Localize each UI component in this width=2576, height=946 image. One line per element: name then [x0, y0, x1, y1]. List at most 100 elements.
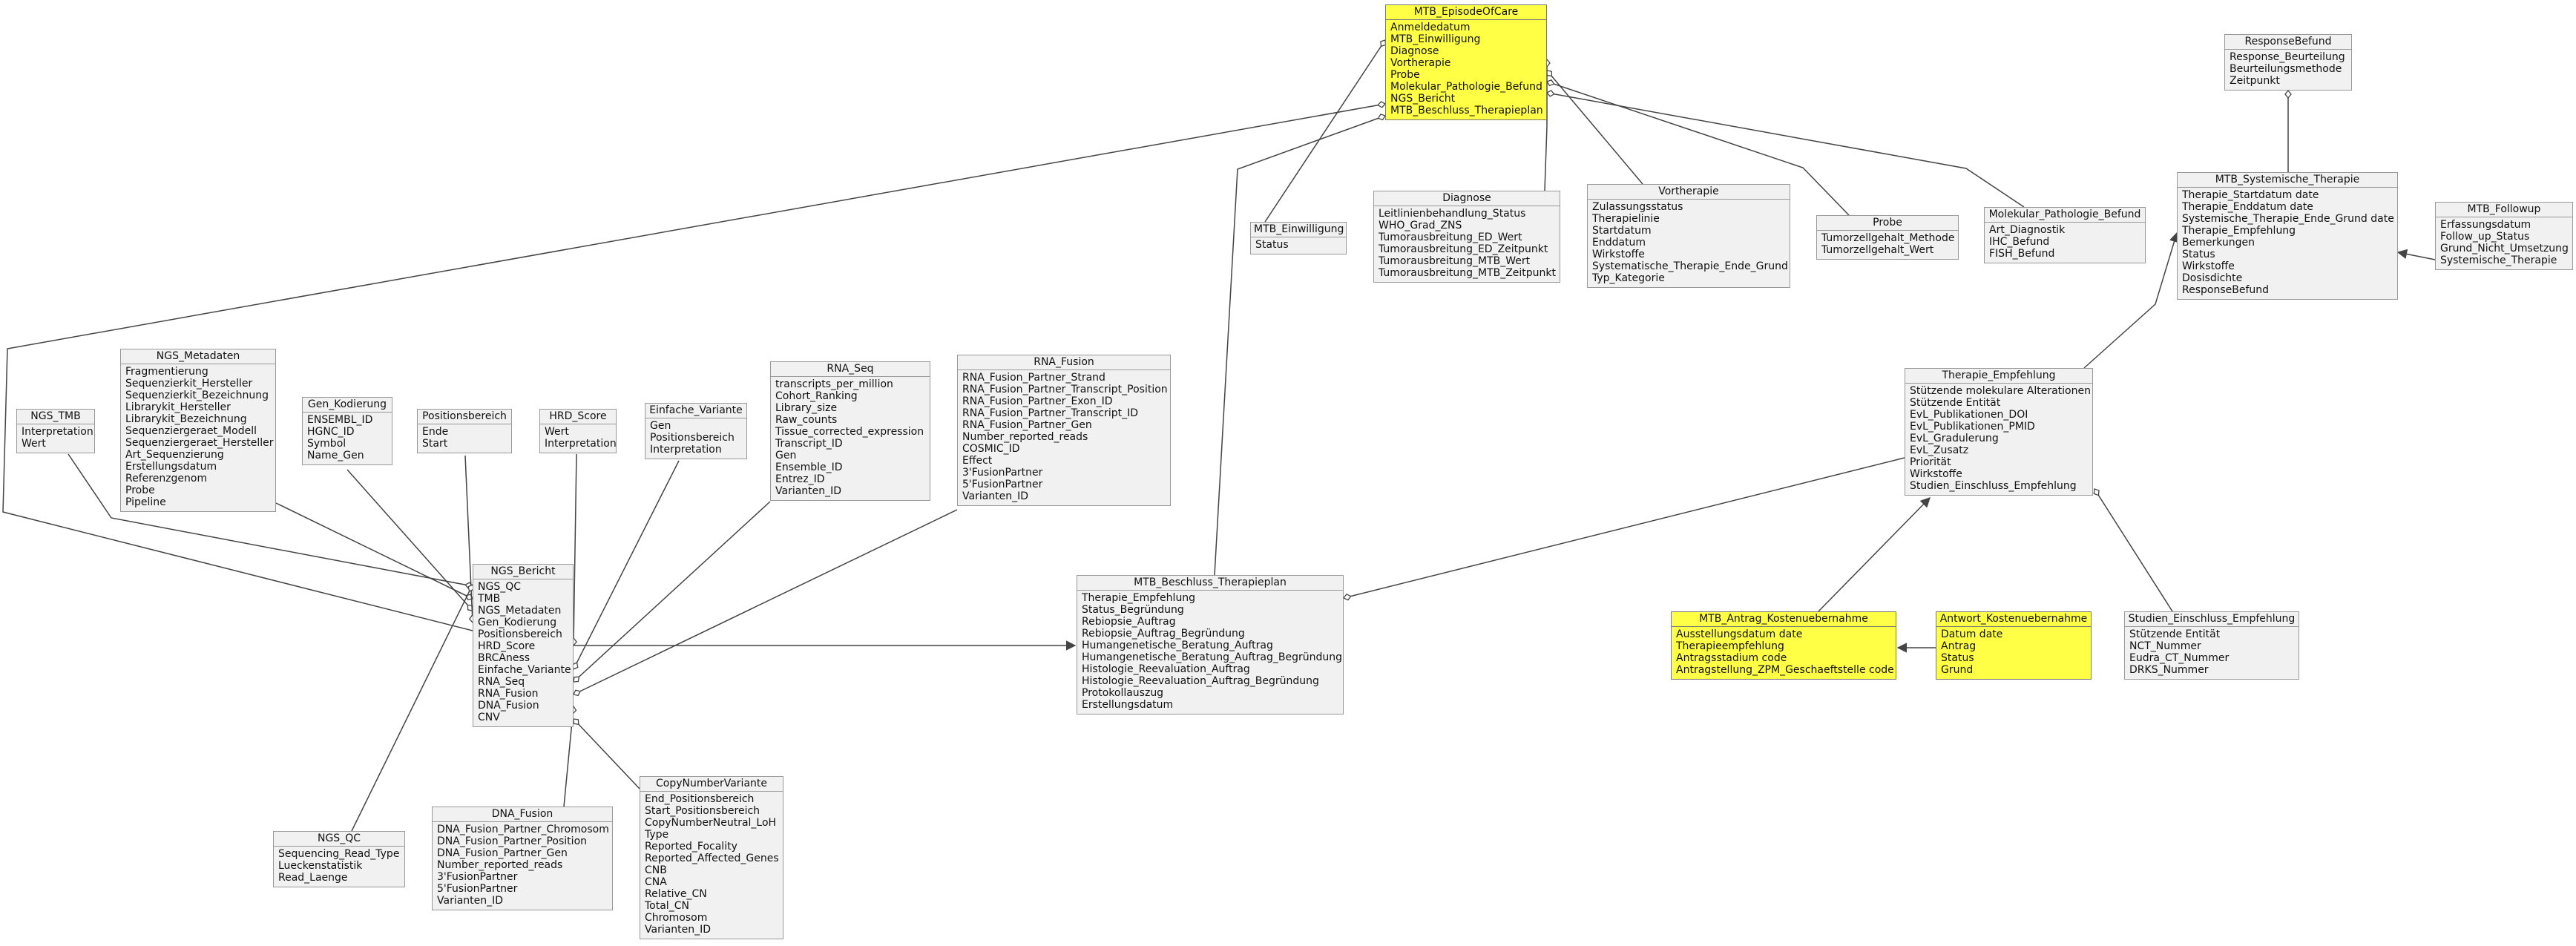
entity-attribute: Tumorzellgehalt_Methode — [1821, 232, 1955, 244]
entity-title: CopyNumberVariante — [640, 777, 783, 792]
entity-attribute: Beurteilungsmethode — [2230, 63, 2342, 75]
aggregation-diamond — [1545, 90, 1555, 97]
entity-attribute: Varianten_ID — [645, 924, 712, 936]
entity-attribute: FISH_Befund — [1989, 248, 2055, 260]
aggregation-diamond — [1546, 79, 1555, 87]
entity-attribute: Follow_up_Status — [2440, 231, 2530, 243]
entity-attribute: Librarykit_Bezeichnung — [125, 413, 247, 425]
entity-attribute: Symbol — [307, 438, 346, 450]
aggregation-diamond — [1377, 114, 1386, 121]
entity-title: Probe — [1817, 216, 1958, 231]
aggregation-diamond — [573, 676, 580, 683]
entity-attribute: Antrag — [1941, 640, 1977, 652]
relationship-line — [1546, 92, 2025, 208]
entity-attribute: Therapieempfehlung — [1676, 640, 1784, 652]
entity-attribute: Relative_CN — [645, 888, 707, 900]
relationship-line — [1214, 115, 1386, 576]
entity-attribute: Humangenetische_Beratung_Auftrag_Begründ… — [1082, 651, 1342, 663]
entity-title: Therapie_Empfehlung — [1905, 369, 2092, 384]
entity-attribute: BRCAness — [478, 652, 530, 664]
entity-attribute: COSMIC_ID — [962, 443, 1020, 455]
entity-attribute: NGS_Bericht — [1390, 93, 1456, 105]
entity-attribute: CNA — [645, 876, 667, 888]
entity-title: ResponseBefund — [2225, 35, 2351, 50]
entity-attribute: RNA_Fusion_Partner_Exon_ID — [962, 395, 1113, 407]
entity-attribute: Status — [1255, 239, 1289, 251]
relationship-line — [573, 501, 771, 683]
entity-attribute: Protokollauszug — [1082, 687, 1164, 699]
entity-title: Vortherapie — [1588, 185, 1790, 200]
entity-attribute: Rebiopsie_Auftrag_Begründung — [1082, 628, 1245, 640]
entity-attribute: RNA_Fusion — [478, 688, 539, 700]
entity-attribute: Therapielinie — [1592, 213, 1660, 225]
entity-attribute: Interpretation — [22, 426, 93, 438]
entity-attribute: Therapie_Empfehlung — [1082, 592, 1196, 604]
entity-attribute: Gen_Kodierung — [478, 617, 557, 628]
relationship-line — [1546, 81, 1850, 216]
entity-attribute: CopyNumberNeutral_LoH — [645, 817, 777, 829]
entity-attribute: Ensemble_ID — [775, 461, 843, 473]
entity-attribute: HGNC_ID — [307, 426, 355, 438]
entity-attribute: Varianten_ID — [437, 895, 504, 907]
entity-attribute: Systemische_Therapie_Ende_Grund date — [2182, 213, 2394, 225]
entity-attribute: Lueckenstatistik — [278, 860, 363, 872]
attribute-list: Status — [1251, 237, 1346, 254]
entity-attribute: Tumorausbreitung_ED_Zeitpunkt — [1379, 243, 1548, 255]
entity-attribute: Art_Sequenzierung — [125, 449, 224, 461]
relationship-line — [2, 103, 1386, 631]
entity-attribute: Effect — [962, 455, 993, 467]
entity-attribute: Histologie_Reevaluation_Auftrag_Begründu… — [1082, 675, 1319, 687]
entity-attribute: Humangenetische_Beratung_Auftrag — [1082, 640, 1273, 651]
entity-attribute: Anmeldedatum — [1390, 22, 1471, 33]
entity-attribute: Tumorzellgehalt_Wert — [1821, 244, 1934, 256]
entity-attribute: Ausstellungsdatum date — [1676, 628, 1803, 640]
entity-attribute: Start — [422, 438, 448, 450]
entity-attribute: NGS_Metadaten — [478, 605, 562, 617]
entity-title: NGS_QC — [274, 832, 404, 847]
entity-attribute: Wirkstoffe — [2182, 260, 2235, 272]
relationship-line — [1546, 70, 1643, 185]
entity-attribute: End_Positionsbereich — [645, 793, 755, 805]
entity-title: Studien_Einschluss_Empfehlung — [2125, 612, 2299, 627]
entity-attribute: Therapie_Startdatum date — [2182, 189, 2319, 201]
entity-attribute: EvL_Gradulerung — [1910, 433, 1999, 444]
aggregation-diamond — [2093, 488, 2100, 496]
entity-attribute: Stützende molekulare Alterationen — [1910, 385, 2091, 397]
entity-attribute: RNA_Fusion_Partner_Gen — [962, 419, 1092, 431]
entity-attribute: Sequencing_Read_Type — [278, 848, 400, 860]
entity-attribute: Interpretation — [650, 444, 722, 456]
